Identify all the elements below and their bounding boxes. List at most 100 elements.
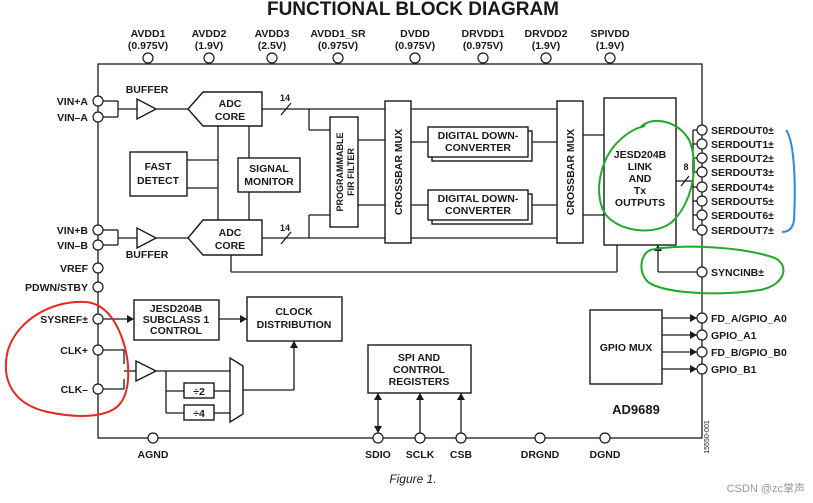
supply-pin-avdd2: AVDD2 (1.9V)	[192, 28, 227, 64]
crossbar-mux-1-label: CROSSBAR MUX	[393, 129, 405, 215]
ddc-lower-line2: CONVERTER	[445, 205, 511, 217]
pin-label: AVDD1	[131, 28, 166, 40]
pin-sdio: SDIO	[365, 449, 391, 461]
supply-pin-avdd1: AVDD1 (0.975V)	[128, 28, 168, 64]
jesd-subclass-line1: JESD204B	[150, 303, 203, 315]
pin-vin-plus-a: VIN+A	[57, 96, 89, 108]
pin-serdout3: SERDOUT3±	[711, 167, 774, 179]
jesd-link-line4: Tx	[634, 185, 646, 197]
div2-label: ÷2	[193, 386, 205, 398]
pin-syncinb: SYNCINB±	[711, 267, 764, 279]
green-markup-circle-syncinb	[640, 245, 785, 295]
signal-monitor-line1: SIGNAL	[249, 163, 289, 175]
ddc-lower: DIGITAL DOWN- CONVERTER	[427, 189, 533, 225]
fir-filter-block: PROGRAMMABLE FIR FILTER	[329, 116, 359, 228]
ddc-upper: DIGITAL DOWN- CONVERTER	[427, 126, 533, 162]
chip-outline	[97, 63, 703, 439]
pin-pdwn-stby: PDWN/STBY	[25, 282, 88, 294]
adc-core-a: ADC CORE	[187, 91, 263, 127]
fast-detect-line1: FAST	[145, 161, 172, 173]
green-markup-circle-jesd	[598, 119, 695, 232]
bus-width-a: 14	[280, 93, 290, 103]
spi-regs-line1: SPI AND	[398, 352, 441, 364]
adc-core-b: ADC CORE	[187, 219, 263, 256]
doc-code: 15550-001	[704, 420, 711, 454]
ddc-lower-line1: DIGITAL DOWN-	[438, 193, 519, 205]
supply-pin-spivdd: SPIVDD (1.9V)	[590, 28, 630, 64]
pin-vin-minus-a: VIN–A	[57, 112, 88, 124]
pin-drgnd: DRGND	[521, 449, 560, 461]
supply-pin-dvdd: DVDD (0.975V)	[395, 28, 435, 64]
pin-label: DVDD	[400, 28, 430, 40]
pin-serdout4: SERDOUT4±	[711, 182, 774, 194]
adc-core-a-line2: CORE	[215, 111, 245, 123]
pin-gpio-b1: GPIO_B1	[711, 364, 757, 376]
divide-by-2-block: ÷2	[183, 382, 215, 399]
pin-label: AVDD1_SR	[310, 28, 366, 40]
diagram-title: FUNCTIONAL BLOCK DIAGRAM	[267, 0, 559, 20]
pin-voltage: (1.9V)	[532, 40, 561, 52]
spi-regs-line2: CONTROL	[393, 364, 445, 376]
bus-width-b: 14	[280, 223, 290, 233]
supply-pin-drvdd1: DRVDD1 (0.975V)	[462, 28, 505, 64]
pin-voltage: (1.9V)	[195, 40, 224, 52]
clock-distribution-block: CLOCK DISTRIBUTION	[246, 296, 343, 342]
pin-label: AVDD2	[192, 28, 227, 40]
spi-regs-line3: REGISTERS	[389, 376, 450, 388]
buffer-a-label: BUFFER	[126, 84, 169, 96]
pin-voltage: (1.9V)	[596, 40, 625, 52]
pin-vin-plus-b: VIN+B	[57, 225, 89, 237]
supply-pin-drvdd2: DRVDD2 (1.9V)	[525, 28, 568, 64]
gpio-mux-block: GPIO MUX	[589, 309, 663, 385]
pin-dgnd: DGND	[590, 449, 621, 461]
gpio-mux-label: GPIO MUX	[600, 342, 653, 354]
clock-input-buffer	[135, 359, 158, 383]
divide-by-4-block: ÷4	[183, 404, 215, 421]
fir-filter-line1: PROGRAMMABLE	[335, 133, 345, 212]
pin-agnd: AGND	[138, 449, 169, 461]
pin-fd-b-gpio-b0: FD_B/GPIO_B0	[711, 347, 787, 359]
fast-detect-block: FAST DETECT	[129, 151, 188, 197]
clock-dist-line1: CLOCK	[275, 306, 313, 318]
jesd-subclass-control-block: JESD204B SUBCLASS 1 CONTROL	[133, 299, 220, 341]
pin-label: AVDD3	[255, 28, 290, 40]
jesd204b-link-block: JESD204B LINK AND Tx OUTPUTS	[603, 97, 677, 246]
adc-core-b-line2: CORE	[215, 240, 245, 252]
pin-serdout5: SERDOUT5±	[711, 196, 774, 208]
pin-label: DRVDD1	[462, 28, 505, 40]
fast-detect-line2: DETECT	[137, 175, 180, 187]
spi-control-registers-block: SPI AND CONTROL REGISTERS	[367, 344, 472, 394]
serdout-pins: SERDOUT0± SERDOUT1± SERDOUT2± SERDOUT3± …	[693, 124, 774, 237]
pin-gpio-a1: GPIO_A1	[711, 330, 757, 342]
pin-label: SPIVDD	[590, 28, 630, 40]
pin-sclk: SCLK	[406, 449, 435, 461]
watermark: CSDN @zc掌声	[727, 481, 805, 495]
supply-pin-avdd3: AVDD3 (2.5V)	[255, 28, 290, 64]
signal-monitor-block: SIGNAL MONITOR	[237, 157, 301, 193]
pin-serdout0: SERDOUT0±	[711, 125, 774, 137]
pin-serdout1: SERDOUT1±	[711, 139, 774, 151]
pin-clk-minus: CLK–	[61, 384, 89, 396]
pin-vref: VREF	[60, 263, 89, 275]
clock-divider-mux	[229, 356, 244, 424]
pin-serdout7: SERDOUT7±	[711, 225, 774, 237]
jesd-link-line3: AND	[629, 173, 652, 185]
buffer-b-label: BUFFER	[126, 249, 169, 261]
pin-voltage: (2.5V)	[258, 40, 287, 52]
pin-vin-minus-b: VIN–B	[57, 240, 88, 252]
part-number: AD9689	[612, 402, 660, 417]
pin-voltage: (0.975V)	[128, 40, 168, 52]
jesd-subclass-line2: SUBCLASS 1	[143, 314, 210, 326]
adc-core-a-line1: ADC	[219, 98, 242, 110]
buffer-a: BUFFER	[103, 84, 188, 121]
blue-markup-bracket	[781, 129, 796, 233]
pin-voltage: (0.975V)	[318, 40, 358, 52]
jesd-link-line5: OUTPUTS	[615, 197, 665, 209]
crossbar-mux-2-label: CROSSBAR MUX	[565, 129, 577, 215]
crossbar-mux-2: CROSSBAR MUX	[556, 100, 584, 244]
pin-serdout6: SERDOUT6±	[711, 210, 774, 222]
gpio-pins: FD_A/GPIO_A0 GPIO_A1 FD_B/GPIO_B0 GPIO_B…	[662, 312, 787, 376]
pin-voltage: (0.975V)	[395, 40, 435, 52]
